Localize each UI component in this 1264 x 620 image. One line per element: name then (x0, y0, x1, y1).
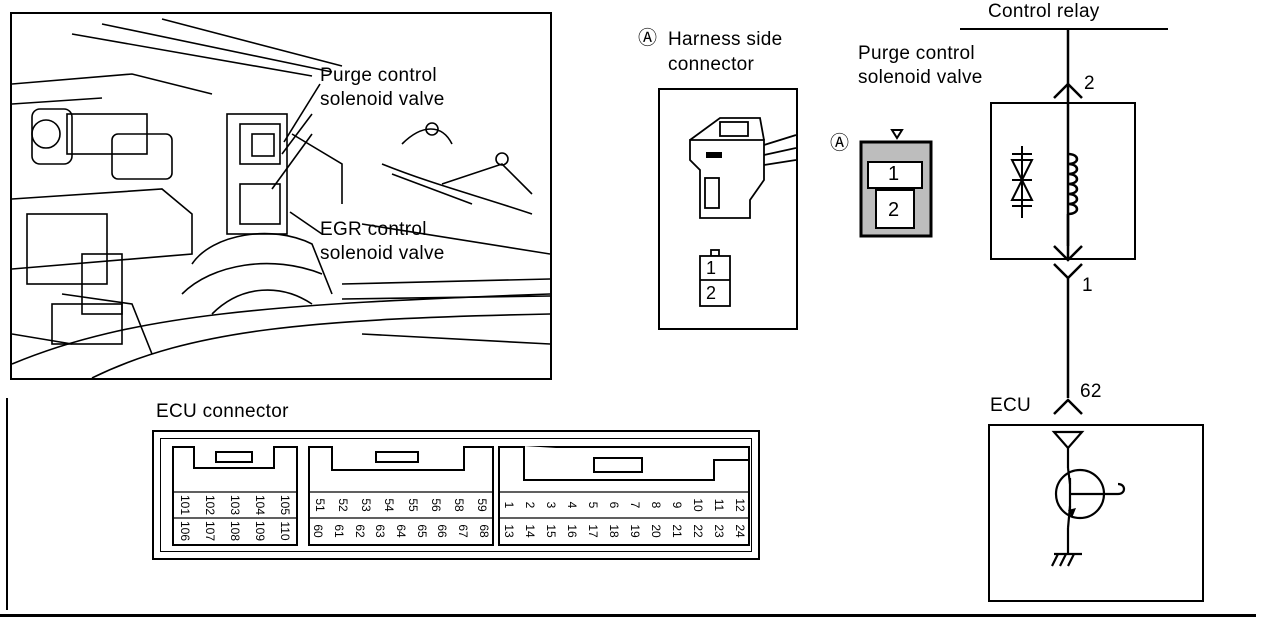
ecu-pin-20: 20 (648, 524, 663, 538)
harness-marker-a: Ⓐ (638, 28, 658, 49)
ecu-pin-56: 56 (428, 498, 443, 512)
ecu-pin-8: 8 (648, 501, 663, 509)
ecu-pin-110: 110 (278, 521, 293, 541)
ecu-pin-1: 1 (501, 501, 516, 509)
ecu-pin-62: 62 (352, 524, 367, 538)
ecu-terminal-62-label: 62 (1080, 381, 1102, 402)
ecu-pin-108: 108 (228, 520, 242, 542)
ecu-pin-18: 18 (606, 524, 621, 538)
ecu-pin-54: 54 (382, 498, 397, 512)
ecu-pin-10: 10 (690, 498, 705, 512)
margin-line (6, 398, 8, 610)
ecu-pin-52: 52 (335, 498, 350, 512)
ecu-pin-5: 5 (585, 501, 600, 509)
ecu-pin-105: 105 (278, 494, 293, 516)
ecu-pin-65: 65 (414, 524, 429, 538)
ecu-connector-shell (160, 438, 752, 552)
valve-connector-drawing (859, 129, 933, 238)
solenoid-valve-box (990, 102, 1136, 260)
harness-pin-2: 2 (706, 283, 717, 303)
ecu-pin-17: 17 (585, 524, 600, 538)
control-relay-bus (960, 28, 1168, 30)
ecu-pin-6: 6 (606, 501, 621, 509)
ecu-pin-13: 13 (501, 524, 516, 538)
ecu-pin-64: 64 (394, 524, 408, 538)
valve-pin-1: 1 (888, 163, 900, 185)
ecu-pin-7: 7 (627, 501, 642, 509)
ecu-pin-53: 53 (359, 498, 374, 512)
valve-pin-2: 2 (888, 199, 900, 221)
ecu-pin-66: 66 (435, 524, 450, 538)
ecu-pin-2: 2 (522, 501, 537, 509)
ecu-pin-22: 22 (690, 524, 705, 538)
ecu-pin-group-1-24 (498, 446, 750, 546)
harness-connector-box: 1 2 (658, 88, 798, 330)
harness-title-line1: Harness side (668, 29, 783, 50)
harness-connector-drawing (689, 117, 797, 307)
harness-title-line2: connector (668, 54, 755, 75)
purge-valve-label-line1: Purge control (320, 65, 437, 86)
ecu-connector-keys (172, 446, 750, 519)
ecu-pin-12: 12 (732, 498, 747, 512)
ecu-pin-63: 63 (373, 524, 388, 538)
ecu-pin-9: 9 (669, 501, 684, 509)
ecu-pin-16: 16 (564, 524, 579, 538)
ecu-pin-55: 55 (405, 498, 420, 512)
ecu-pin-101: 101 (177, 494, 192, 516)
ecu-pin-109: 109 (253, 520, 268, 542)
terminal-2-label: 2 (1084, 73, 1095, 94)
ecu-pin-59: 59 (475, 498, 490, 512)
ecu-label: ECU (990, 395, 1032, 416)
valve-connector-face: 1 2 (858, 128, 934, 240)
ecu-pin-61: 61 (332, 524, 346, 538)
ecu-box (988, 424, 1204, 602)
ecu-pin-3: 3 (543, 501, 558, 509)
purge-valve-label-line2: solenoid valve (320, 89, 445, 110)
ecu-pin-4: 4 (564, 501, 579, 509)
egr-valve-label-line2: solenoid valve (320, 243, 445, 264)
engine-bay-drawing (12, 18, 550, 378)
ecu-pin-102: 102 (202, 494, 217, 516)
ecu-pin-58: 58 (452, 498, 467, 512)
circuit-wiring (1010, 28, 1126, 567)
ecu-pin-24: 24 (732, 524, 747, 538)
ecu-pin-14: 14 (522, 524, 537, 538)
ecu-pin-106: 106 (177, 520, 192, 542)
ecu-pin-15: 15 (543, 524, 558, 538)
ecu-pin-21: 21 (669, 524, 684, 538)
control-relay-label: Control relay (988, 1, 1100, 22)
valve-title-line1: Purge control (858, 43, 975, 64)
harness-pin-1: 1 (706, 258, 717, 278)
ecu-pin-67: 67 (456, 524, 470, 538)
valve-title-line2: solenoid valve (858, 67, 983, 88)
ecu-pin-19: 19 (627, 524, 642, 538)
terminal-1-label: 1 (1082, 275, 1093, 296)
bottom-rule (0, 614, 1256, 617)
engine-bay-illustration: Purge control solenoid valve EGR control… (10, 12, 552, 380)
ecu-pin-11: 11 (711, 498, 726, 512)
ecu-pin-103: 103 (228, 494, 242, 516)
ecu-pin-104: 104 (253, 494, 268, 516)
ecu-pin-60: 60 (311, 524, 326, 538)
ecu-pin-68: 68 (476, 524, 491, 538)
egr-valve-label-line1: EGR control (320, 219, 427, 240)
ecu-pin-107: 107 (202, 520, 217, 542)
valve-marker-a: Ⓐ (830, 133, 850, 154)
ecu-connector-title: ECU connector (156, 401, 289, 422)
ecu-pin-23: 23 (711, 524, 726, 538)
ecu-pin-51: 51 (312, 498, 327, 512)
